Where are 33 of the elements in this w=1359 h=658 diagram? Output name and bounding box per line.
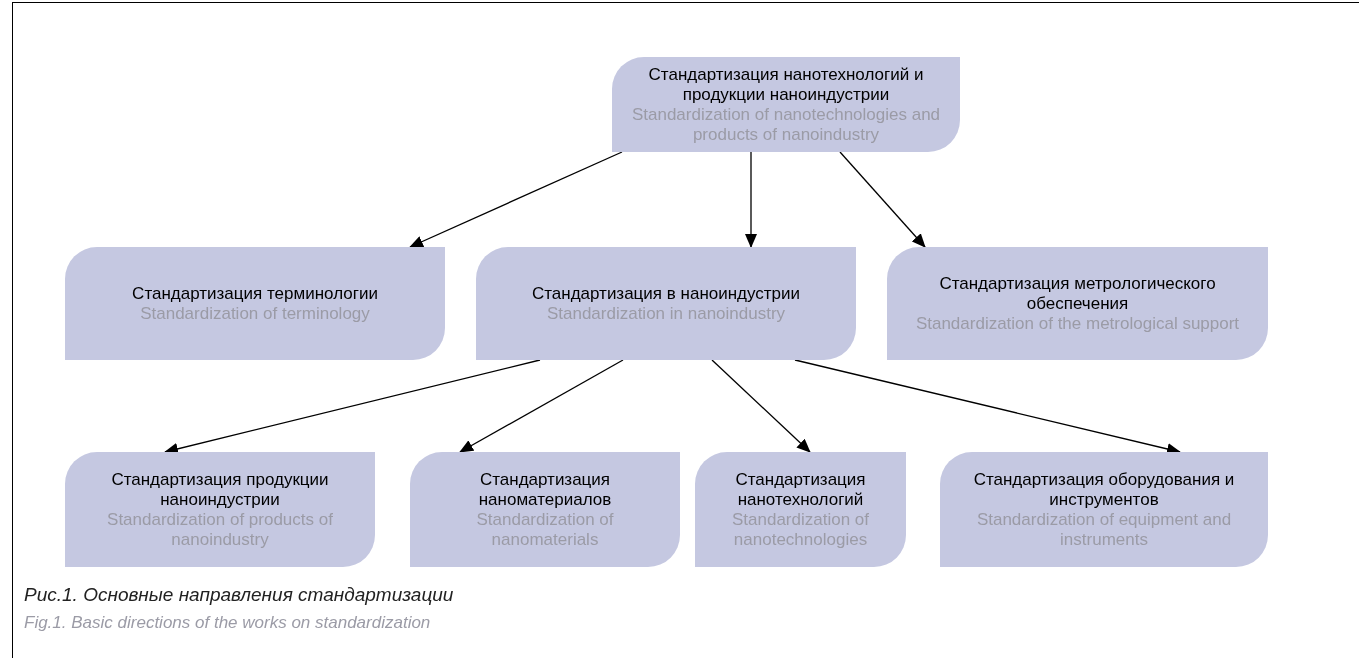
box-subtitle: Standardization of terminology xyxy=(140,303,370,324)
box-title: Стандартизация нанотехнологий и продукции наноиндустрии xyxy=(647,64,925,105)
box-subtitle: Standardization of nanomaterials xyxy=(475,509,615,550)
category-box xyxy=(65,452,375,567)
box-title: Стандартизация терминологии xyxy=(132,283,378,304)
category-box xyxy=(410,452,680,567)
arrow xyxy=(745,151,757,248)
arrow xyxy=(409,151,623,248)
figure-caption: Рис.1. Основные направления стандартизации xyxy=(24,583,454,607)
box-subtitle: Standardization of the metrological support xyxy=(915,313,1240,334)
category-box xyxy=(695,452,906,567)
box-title: Стандартизация оборудования и инструментов xyxy=(972,469,1236,510)
category-box xyxy=(612,57,960,152)
arrow xyxy=(164,359,541,455)
category-box xyxy=(476,247,856,360)
box-title: Стандартизация в наноиндустрии xyxy=(531,283,801,304)
category-box xyxy=(887,247,1268,360)
box-subtitle: Standardization of products of nanoindustry xyxy=(106,509,334,550)
box-subtitle: Standardization of nanotechnologies and products of nanoindustry xyxy=(630,104,942,145)
arrow xyxy=(711,359,811,453)
category-box xyxy=(940,452,1268,567)
arrow xyxy=(794,359,1181,455)
arrow xyxy=(839,151,926,248)
arrow xyxy=(459,359,624,453)
box-title: Стандартизация наноматериалов xyxy=(477,469,613,510)
box-subtitle: Standardization in nanoindustry xyxy=(546,303,786,324)
figure-caption-translation: Fig.1. Basic directions of the works on standardization xyxy=(24,612,431,634)
box-title: Стандартизация продукции наноиндустрии xyxy=(110,469,330,510)
box-title: Стандартизация метрологического обеспечения xyxy=(938,273,1217,314)
box-subtitle: Standardization of nanotechnologies xyxy=(730,509,870,550)
box-subtitle: Standardization of equipment and instruments xyxy=(975,509,1233,550)
box-title: Стандартизация нанотехнологий xyxy=(734,469,867,510)
category-box xyxy=(65,247,445,360)
